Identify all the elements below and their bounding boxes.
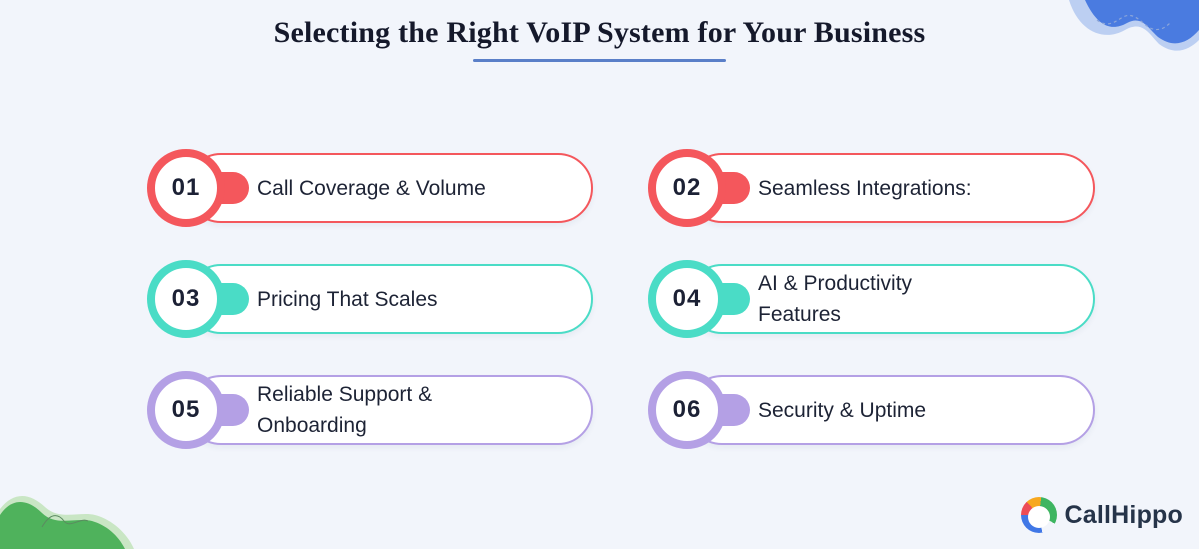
header: Selecting the Right VoIP System for Your… [0, 16, 1199, 62]
step-item-04: 04 AI & Productivity Features [648, 260, 1095, 338]
callhippo-logo: CallHippo [1020, 497, 1183, 533]
step-item-03: 03 Pricing That Scales [147, 260, 593, 338]
step-pill [186, 153, 593, 223]
step-item-02: 02 Seamless Integrations: [648, 149, 1095, 227]
step-pill [687, 153, 1095, 223]
step-number-circle: 01 [147, 149, 225, 227]
step-label: Security & Uptime [758, 398, 927, 422]
callhippo-logo-icon [1020, 497, 1057, 533]
step-label: Reliable Support & Onboarding [257, 383, 433, 437]
title-underline [473, 59, 726, 62]
step-number: 01 [171, 174, 201, 201]
step-number: 05 [171, 396, 201, 423]
step-number: 02 [672, 174, 702, 201]
page-title: Selecting the Right VoIP System for Your… [273, 16, 926, 49]
step-number-circle: 03 [147, 260, 225, 338]
step-pill [186, 264, 593, 334]
step-pill [186, 375, 593, 445]
step-label: AI & Productivity Features [758, 272, 913, 326]
step-number-circle: 02 [648, 149, 726, 227]
callhippo-logo-text: CallHippo [1064, 500, 1183, 529]
step-pill [687, 375, 1095, 445]
step-number-circle: 05 [147, 371, 225, 449]
corner-blob-bottom-left-icon [0, 496, 134, 549]
step-item-06: 06 Security & Uptime [648, 371, 1095, 449]
steps-grid: 01 Call Coverage & Volume 02 Seamless In… [147, 149, 1095, 449]
step-label: Seamless Integrations: [758, 176, 972, 200]
step-number: 04 [672, 285, 702, 312]
step-number-circle: 04 [648, 260, 726, 338]
step-number: 06 [672, 396, 702, 423]
step-label: Call Coverage & Volume [257, 176, 486, 200]
step-label: Pricing That Scales [257, 287, 438, 311]
step-item-05: 05 Reliable Support & Onboarding [147, 371, 593, 449]
step-number-circle: 06 [648, 371, 726, 449]
corner-blob-top-right-icon [1069, 0, 1199, 51]
step-number: 03 [171, 285, 201, 312]
step-item-01: 01 Call Coverage & Volume [147, 149, 593, 227]
